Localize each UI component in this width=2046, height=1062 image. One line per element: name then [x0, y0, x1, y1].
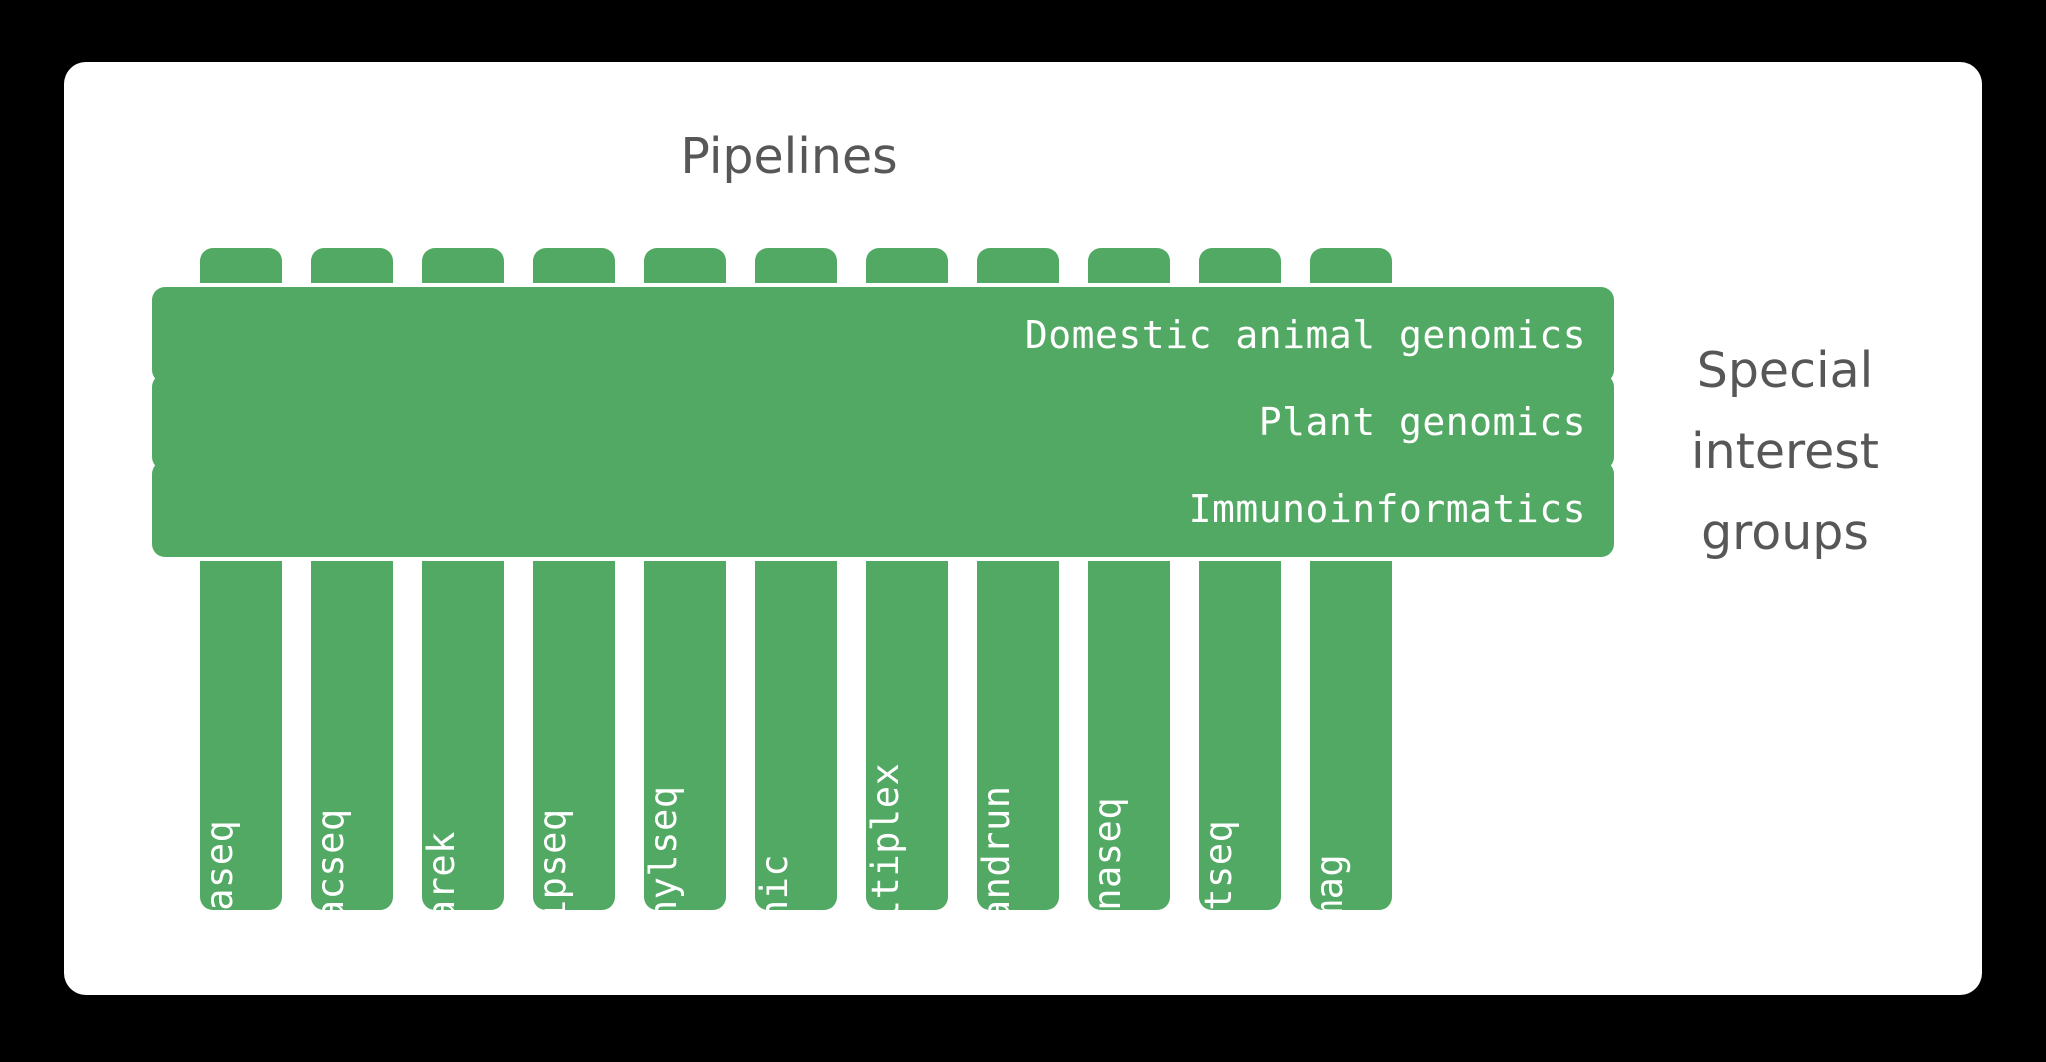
- pipeline-label: demultiplex: [866, 762, 907, 910]
- row-separator-5: [152, 557, 1614, 561]
- sig-bar-label: Immunoinformatics: [1188, 487, 1586, 531]
- pipeline-label: rnaseq: [200, 819, 241, 910]
- sig-title-line-1: Special: [1696, 342, 1874, 399]
- row-separator-0: [152, 283, 1614, 287]
- sig-title-line-2: interest: [1691, 423, 1879, 480]
- pipeline-label: chipseq: [533, 808, 574, 910]
- pipeline-label: mag: [1310, 853, 1351, 910]
- pipeline-label: atacseq: [311, 808, 352, 910]
- sig-bar-label: Domestic animal genomics: [1024, 313, 1586, 357]
- pipeline-label: sarek: [422, 831, 463, 910]
- sig-bar-1[interactable]: Plant genomics: [152, 374, 1614, 470]
- sig-title-line-3: groups: [1701, 504, 1869, 561]
- sig-bar-0[interactable]: Domestic animal genomics: [152, 287, 1614, 383]
- pipeline-label: methylseq: [644, 785, 685, 910]
- pipeline-label: hgtseq: [1199, 819, 1240, 910]
- pipeline-label: hic: [755, 853, 796, 910]
- sig-bar-2[interactable]: Immunoinformatics: [152, 461, 1614, 557]
- sig-side-title: Special interest groups: [1640, 330, 1930, 573]
- sig-bar-label: Plant genomics: [1258, 400, 1586, 444]
- pipeline-label: cutandrun: [977, 785, 1018, 910]
- pipeline-label: smrnaseq: [1088, 796, 1129, 910]
- page-title-pipelines: Pipelines: [680, 128, 898, 185]
